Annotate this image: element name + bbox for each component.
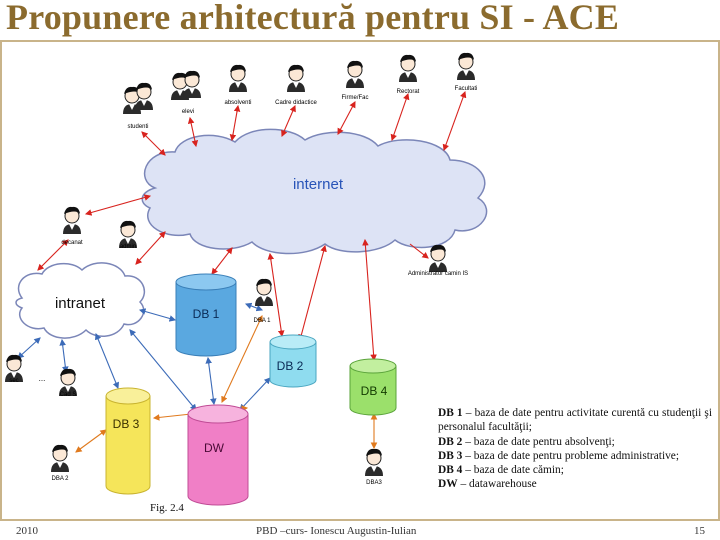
link-absolventi [229, 104, 241, 142]
link-internet-db1 [211, 247, 233, 275]
label-admin-intranet: admin [120, 244, 136, 250]
database-legend: DB 1 – baza de date pentru activitate cu… [438, 406, 712, 492]
link-elevi [187, 116, 199, 148]
link-facultati [442, 90, 467, 152]
label-firme: Firme/Fac [342, 95, 369, 101]
figure-caption: Fig. 2.4 [150, 502, 184, 514]
legend-item: DW – datawarehouse [438, 478, 537, 491]
db1-cylinder: DB 1 [175, 273, 237, 357]
frame-bottom [0, 519, 720, 521]
legend-item: DB 1 – baza de date pentru activitate cu… [438, 407, 712, 434]
link-intranet-db3 [95, 332, 119, 390]
footer-course: PBD –curs- Ionescu Augustin-Iulian [256, 525, 417, 537]
internet-user-links [37, 90, 467, 362]
link-db3-dba2 [75, 429, 107, 453]
label-dba1: DBA 1 [253, 318, 271, 324]
link-intranet-left3 [59, 338, 69, 374]
link-decanat [84, 194, 152, 216]
label-elevi: elevi [182, 109, 194, 115]
intranet-links [17, 302, 271, 411]
legend-item: DB 2 – baza de date pentru absolvenţi; [438, 435, 615, 448]
label-admin-internet: Administrator camin IS [408, 271, 468, 277]
person-facultati-icon [456, 52, 476, 81]
link-db1-dba1 [244, 302, 264, 312]
link-intranet-decanat [37, 239, 69, 271]
db2-label: DB 2 [277, 359, 304, 373]
person-rector-icon [398, 54, 418, 83]
label-facultati: Facultati [455, 86, 478, 92]
link-firme [337, 101, 356, 135]
dw-cylinder: DW [187, 404, 249, 506]
db3-cylinder: DB 3 [105, 387, 151, 495]
person-studenti-icon [122, 82, 154, 115]
internet-label: internet [293, 176, 344, 193]
db4-label: DB 4 [361, 384, 388, 398]
db3-label: DB 3 [113, 417, 140, 431]
label-rector: Rectorat [397, 89, 420, 95]
link-dba1-dw [221, 315, 263, 403]
frame-right [718, 40, 720, 520]
footer-page-number: 15 [694, 525, 705, 537]
link-intranet-dw [129, 329, 197, 411]
label-left2: ... [39, 374, 46, 383]
link-internet-db4 [362, 238, 377, 362]
frame-top [0, 40, 720, 42]
label-studenti: studenti [127, 124, 148, 130]
db1-label: DB 1 [193, 307, 220, 321]
db2-cylinder: DB 2 [269, 334, 317, 388]
db4-cylinder: DB 4 [349, 358, 397, 416]
person-cadre-icon [286, 64, 306, 93]
label-dba3: DBA3 [366, 480, 382, 486]
link-internet-db2b [298, 244, 327, 342]
person-elevi-icon [170, 70, 202, 101]
label-absolventi: absolventi [224, 100, 251, 106]
link-rector [390, 92, 410, 142]
legend-item: DB 4 – baza de date cămin; [438, 464, 564, 477]
person-decanat-icon [62, 206, 82, 235]
person-dba1-icon [254, 278, 274, 307]
person-firme-icon [345, 60, 365, 89]
footer-year: 2010 [16, 525, 38, 537]
label-decanat: decanat [61, 240, 83, 246]
legend-item: DB 3 – baza de date pentru probleme admi… [438, 449, 680, 462]
dw-label: DW [204, 441, 225, 455]
link-intranet-left1 [17, 337, 41, 359]
frame-left [0, 40, 2, 520]
label-cadre: Cadre didactice [275, 100, 317, 106]
link-studenti [141, 131, 166, 156]
link-admin-internet [409, 243, 429, 259]
link-cadre [281, 104, 296, 138]
person-absolventi-icon [228, 64, 248, 93]
person-dba2-icon [50, 444, 70, 473]
link-internet-db2 [267, 252, 285, 338]
label-dba2: DBA 2 [51, 476, 69, 482]
person-admin-internet-icon [428, 244, 448, 273]
link-db1-dw [205, 356, 217, 406]
label-left3: Cad S [60, 392, 77, 398]
intranet-label: intranet [55, 295, 106, 312]
slide-title: Propunere arhitectură pentru SI - ACE [6, 0, 620, 37]
link-intranet-internet [135, 231, 166, 265]
label-left1: sec [9, 378, 18, 384]
person-dba3-icon [364, 448, 384, 477]
link-intranet-db1 [138, 308, 177, 322]
link-db2-dw [239, 377, 271, 411]
